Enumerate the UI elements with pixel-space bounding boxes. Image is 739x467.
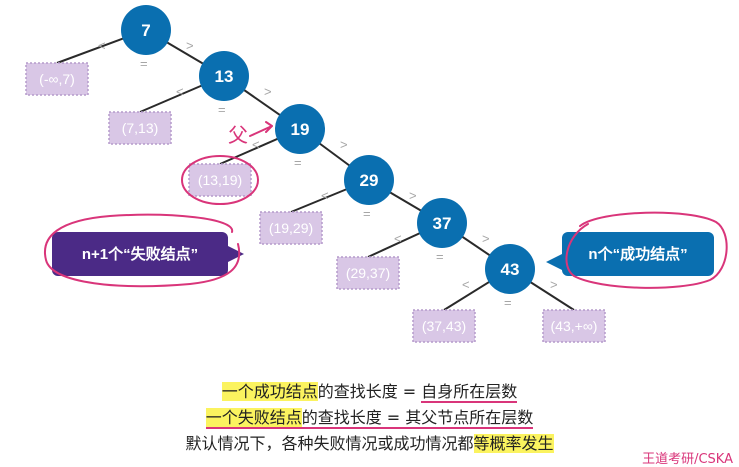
success-node-circle <box>121 5 171 55</box>
failure-node-label: (37,43) <box>422 318 466 334</box>
failure-node-box <box>108 111 172 145</box>
success-node-key: 29 <box>360 171 379 190</box>
success-callout-box <box>562 232 714 276</box>
caption-line-3: 默认情况下，各种失败情况或成功情况都等概率发生 <box>0 434 739 454</box>
failure-node-label: (43,+∞) <box>551 318 598 334</box>
symbol-less: < <box>176 84 184 99</box>
symbol-equal: = <box>363 206 371 221</box>
symbol-less: < <box>252 137 260 152</box>
symbol-greater: > <box>264 84 272 99</box>
symbol-less: < <box>394 231 402 246</box>
symbol-less: < <box>321 188 329 203</box>
symbol-greater: > <box>550 277 558 292</box>
symbol-less: < <box>462 277 470 292</box>
caption-line-2-rest: 的查找长度 = 其父节点所在层数 <box>301 408 534 429</box>
failure-node-box <box>412 309 476 343</box>
failure-node-label: (-∞,7) <box>39 71 75 87</box>
success-count-callout: n个“成功结点” <box>546 211 728 289</box>
watermark: 王道考研/CSKA <box>642 452 733 467</box>
symbol-equal: = <box>294 155 302 170</box>
parent-annotation-text: 父 <box>228 123 248 147</box>
success-node-key: 37 <box>433 214 452 233</box>
success-node-circle <box>275 104 325 154</box>
symbol-less: < <box>98 38 106 53</box>
caption-own-level: 自身所在层数 <box>421 382 518 403</box>
caption-line-1-mid: 的查找长度 = <box>317 382 422 401</box>
failure-node-label: (19,29) <box>269 220 313 236</box>
success-callout-text: n个“成功结点” <box>588 245 687 263</box>
failure-node-label: (7,13) <box>122 120 159 136</box>
success-node-key: 43 <box>501 260 520 279</box>
success-node-key: 19 <box>291 120 310 139</box>
failure-node-box <box>336 256 400 290</box>
symbol-equal: = <box>218 102 226 117</box>
parent-annotation: 父 <box>181 121 273 205</box>
failure-node-box <box>188 163 252 197</box>
failure-node-label: (13,19) <box>198 172 242 188</box>
symbol-greater: > <box>186 38 194 53</box>
caption-line-1: 一个成功结点的查找长度 = 自身所在层数 <box>0 382 739 403</box>
symbol-greater: > <box>340 137 348 152</box>
failure-callout-circle <box>44 213 241 288</box>
failure-node-box <box>542 309 606 343</box>
symbol-equal: = <box>436 249 444 264</box>
success-callout-pointer <box>546 254 562 270</box>
failure-node-box <box>259 211 323 245</box>
success-node-key: 13 <box>215 67 234 86</box>
caption-line-2: 一个失败结点的查找长度 = 其父节点所在层数 <box>0 408 739 429</box>
success-callout-circle <box>565 211 728 289</box>
success-node-circle <box>417 198 467 248</box>
failure-nodes: (-∞,7) (7,13) (13,19) (19,29) (29,37) (37,43)… <box>25 62 606 343</box>
symbol-greater: > <box>482 231 490 246</box>
caption-line-3-start: 默认情况下，各种失败情况或成功情况都 <box>185 434 474 453</box>
parent-annotation-arrow <box>249 121 273 137</box>
symbol-greater: > <box>409 188 417 203</box>
failure-node-box <box>25 62 89 96</box>
caption-failure-node: 一个失败结点 <box>205 408 302 429</box>
failure-callout-text: n+1个“失败结点” <box>82 245 198 263</box>
success-node-circle <box>199 51 249 101</box>
failure-node-13-19-circle <box>181 155 259 205</box>
failure-node-label: (29,37) <box>346 265 390 281</box>
success-node-circle <box>485 244 535 294</box>
failure-callout-pointer <box>228 246 244 262</box>
failure-count-callout: n+1个“失败结点” <box>44 213 244 288</box>
comparison-symbols: < > = < > = < > = < > = < > = < > = <box>98 38 558 310</box>
success-node-circle <box>344 155 394 205</box>
success-nodes: 7 13 19 29 37 43 <box>121 5 535 294</box>
symbol-equal: = <box>140 56 148 71</box>
success-node-key: 7 <box>141 21 150 40</box>
caption-success-node: 一个成功结点 <box>221 382 318 401</box>
failure-callout-box <box>52 232 228 276</box>
symbol-equal: = <box>504 295 512 310</box>
bst-search-diagram: (-∞,7) (7,13) (13,19) (19,29) (29,37) (37,43)… <box>25 5 728 343</box>
caption-equal-probability: 等概率发生 <box>473 434 554 453</box>
